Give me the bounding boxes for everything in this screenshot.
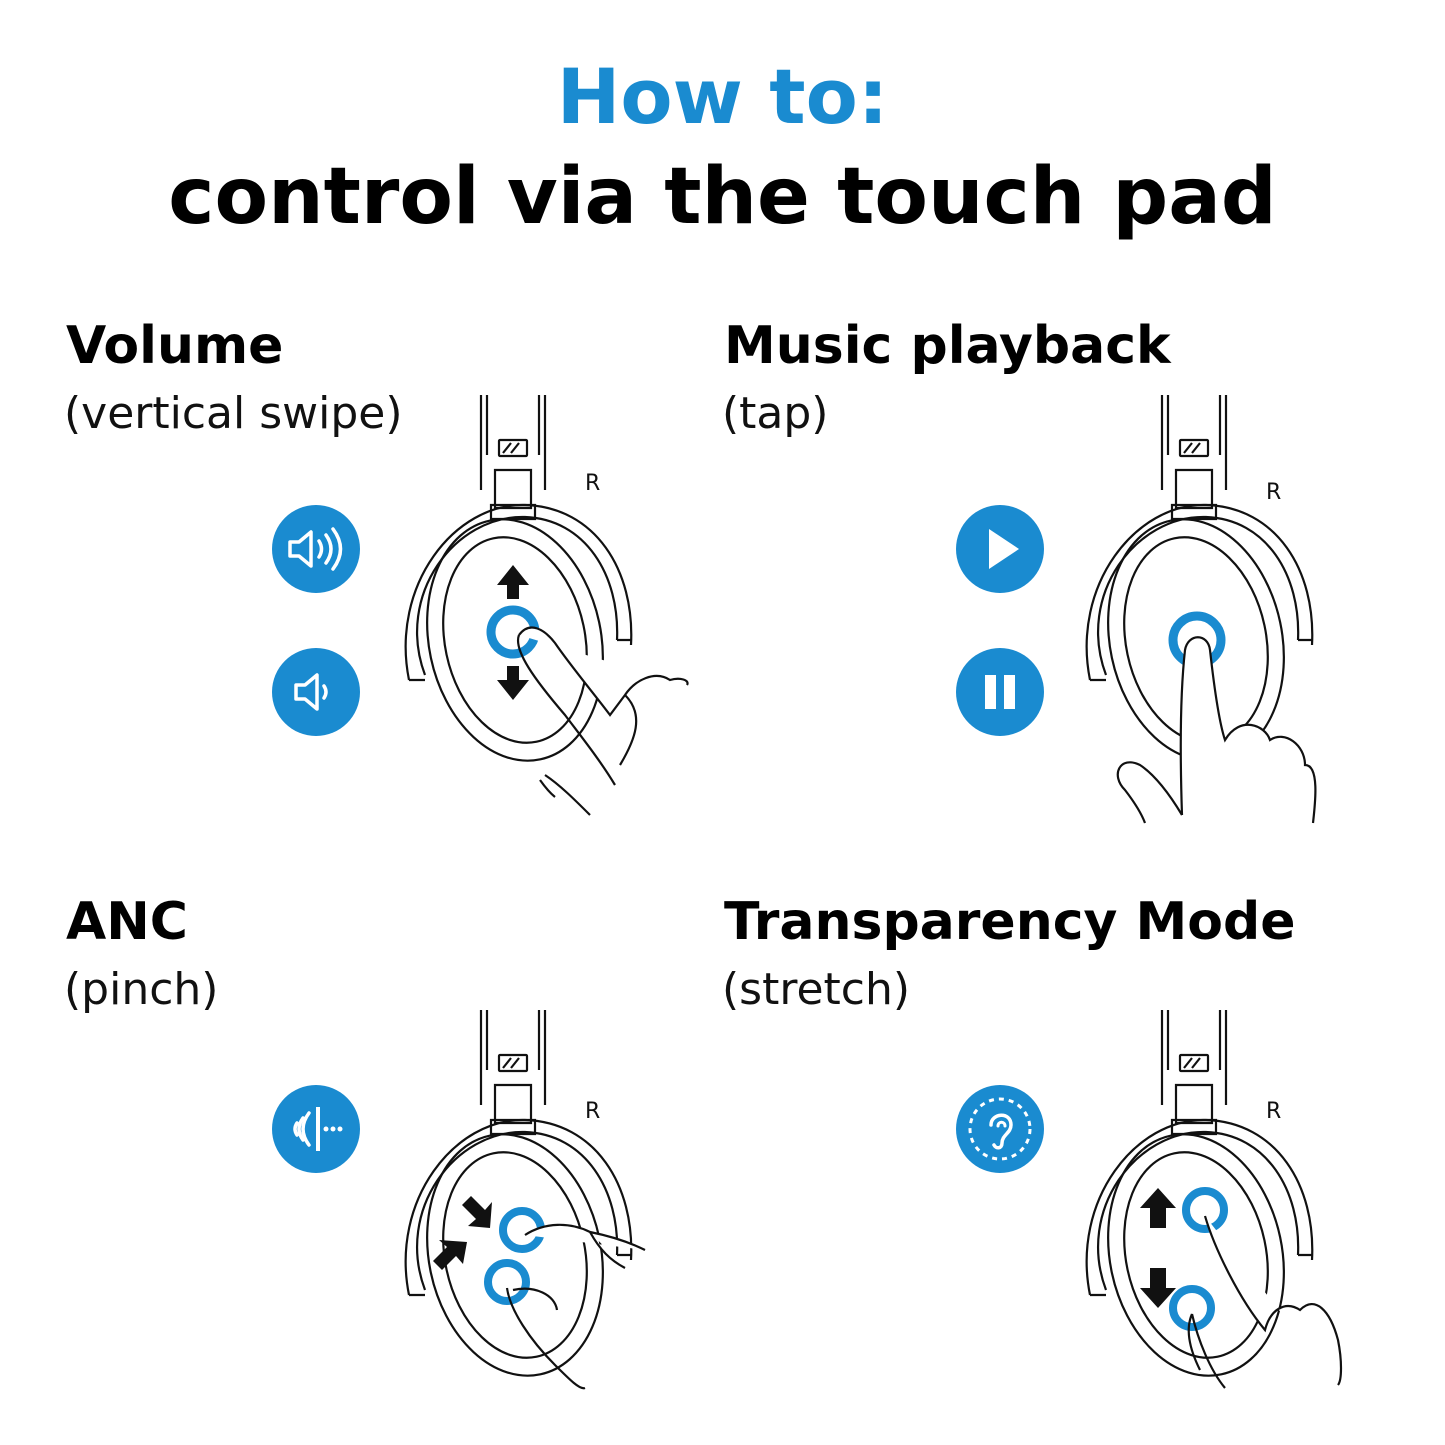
side-label: R [1266, 480, 1281, 505]
page-title: control via the touch pad [168, 152, 1277, 242]
headphone-tap-illustration: R [1085, 395, 1317, 824]
section-title: Music playback [724, 316, 1171, 376]
page-kicker: How to: [556, 52, 889, 141]
section-subtitle: (vertical swipe) [64, 388, 403, 439]
side-label: R [585, 471, 600, 496]
side-label: R [1266, 1099, 1281, 1124]
section-title: Volume [66, 316, 284, 376]
section-title: ANC [66, 892, 188, 952]
play-icon [956, 505, 1044, 593]
anc-icon [272, 1085, 360, 1173]
volume-up-icon [272, 505, 360, 593]
headphone-swipe-illustration: R [404, 395, 689, 816]
section-subtitle: (pinch) [64, 964, 219, 1015]
section-subtitle: (tap) [722, 388, 829, 439]
pause-icon [956, 648, 1044, 736]
headphone-stretch-illustration: R [1085, 1010, 1343, 1389]
section-title: Transparency Mode [724, 892, 1296, 952]
side-label: R [585, 1099, 600, 1124]
transparency-ear-icon [956, 1085, 1044, 1173]
headphone-pinch-illustration: R [404, 1010, 646, 1390]
section-subtitle: (stretch) [722, 964, 911, 1015]
volume-down-icon [272, 648, 360, 736]
